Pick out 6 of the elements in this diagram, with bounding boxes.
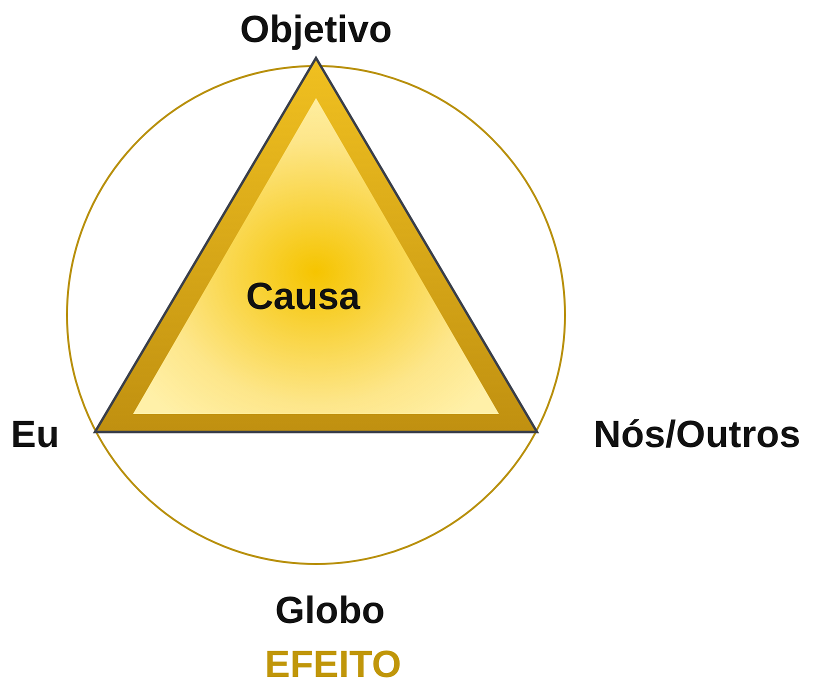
vertex-label: Eu [10,416,60,454]
node-label: Globo [275,592,385,630]
node-caption: EFEITO [264,646,402,684]
node-label: Causa [246,278,360,316]
vertex-label: Objetivo [240,11,392,49]
vertex-label: Nós/Outros [594,416,800,454]
